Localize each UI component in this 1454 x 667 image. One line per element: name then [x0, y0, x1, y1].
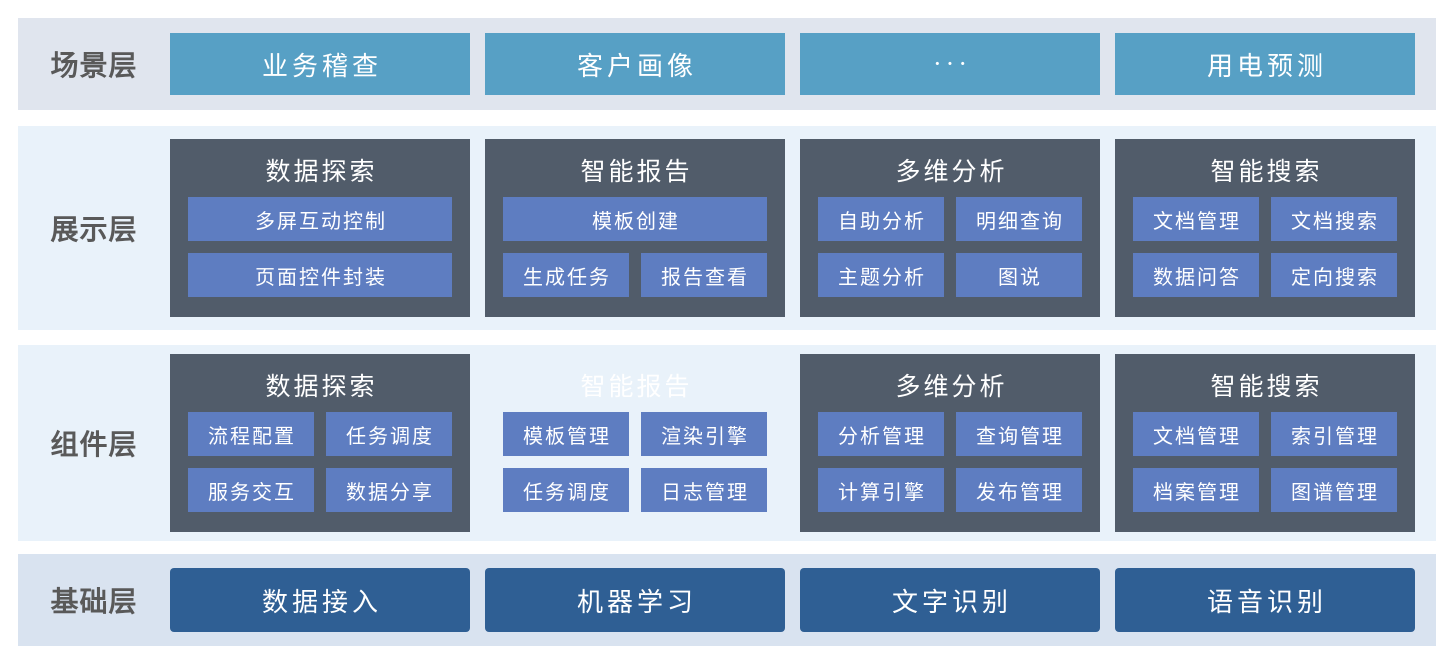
feature-box: 模板创建: [503, 197, 767, 241]
layer-row-display: 展示层 数据探索 多屏互动控制 页面控件封装 智能报告 模板创建 生成任务 报告…: [18, 126, 1436, 330]
layer-row-base: 基础层 数据接入 机器学习 文字识别 语音识别: [18, 554, 1436, 646]
group-title: 智能搜索: [1210, 159, 1323, 186]
display-group-data-explore: 数据探索 多屏互动控制 页面控件封装: [170, 139, 470, 317]
group-items: 文档管理 文档搜索 数据问答 定向搜索: [1133, 197, 1397, 297]
feature-box: 主题分析: [818, 253, 944, 297]
group-items: 多屏互动控制 页面控件封装: [188, 197, 452, 297]
layer-label-display: 展示层: [50, 214, 138, 245]
display-group-multidim-analysis: 多维分析 自助分析 明细查询 主题分析 图说: [800, 139, 1100, 317]
base-box-machine-learning: 机器学习: [485, 568, 785, 632]
group-title: 智能搜索: [1210, 374, 1323, 401]
feature-box: 文档管理: [1133, 197, 1259, 241]
layer-label-scene: 场景层: [50, 50, 138, 81]
group-items: 自助分析 明细查询 主题分析 图说: [818, 197, 1082, 297]
group-title: 智能报告: [580, 374, 693, 401]
scene-box-ellipsis: ···: [800, 33, 1100, 95]
feature-box: 页面控件封装: [188, 253, 452, 297]
display-group-smart-search: 智能搜索 文档管理 文档搜索 数据问答 定向搜索: [1115, 139, 1415, 317]
component-group-smart-search: 智能搜索 文档管理 索引管理 档案管理 图谱管理: [1115, 354, 1415, 532]
feature-box: 索引管理: [1271, 412, 1397, 456]
feature-box: 多屏互动控制: [188, 197, 452, 241]
feature-box: 计算引擎: [818, 468, 944, 512]
base-box-speech-recognition: 语音识别: [1115, 568, 1415, 632]
scene-box-power-forecast: 用电预测: [1115, 33, 1415, 95]
component-group-multidim-analysis: 多维分析 分析管理 查询管理 计算引擎 发布管理: [800, 354, 1100, 532]
layer-row-scene: 场景层 业务稽查 客户画像 ··· 用电预测: [18, 18, 1436, 110]
feature-box: 任务调度: [326, 412, 452, 456]
feature-box: 流程配置: [188, 412, 314, 456]
feature-box: 文档搜索: [1271, 197, 1397, 241]
feature-box: 报告查看: [641, 253, 767, 297]
feature-box: 日志管理: [641, 468, 767, 512]
group-title: 多维分析: [895, 159, 1008, 186]
feature-box: 发布管理: [956, 468, 1082, 512]
group-items: 模板管理 渲染引擎 任务调度 日志管理: [503, 412, 767, 512]
group-items: 模板创建 生成任务 报告查看: [503, 197, 767, 297]
group-title: 多维分析: [895, 374, 1008, 401]
scene-box-customer-profile: 客户画像: [485, 33, 785, 95]
feature-box: 定向搜索: [1271, 253, 1397, 297]
layer-label-base: 基础层: [50, 586, 138, 617]
feature-box: 数据问答: [1133, 253, 1259, 297]
feature-box: 模板管理: [503, 412, 629, 456]
group-items: 文档管理 索引管理 档案管理 图谱管理: [1133, 412, 1397, 512]
feature-box: 分析管理: [818, 412, 944, 456]
feature-box: 任务调度: [503, 468, 629, 512]
feature-box: 数据分享: [326, 468, 452, 512]
feature-box: 自助分析: [818, 197, 944, 241]
scene-boxes: 业务稽查 客户画像 ··· 用电预测: [170, 33, 1415, 95]
feature-box: 明细查询: [956, 197, 1082, 241]
feature-box: 文档管理: [1133, 412, 1259, 456]
feature-box: 图说: [956, 253, 1082, 297]
component-group-data-explore: 数据探索 流程配置 任务调度 服务交互 数据分享: [170, 354, 470, 532]
base-box-ocr: 文字识别: [800, 568, 1100, 632]
feature-box: 渲染引擎: [641, 412, 767, 456]
group-items: 流程配置 任务调度 服务交互 数据分享: [188, 412, 452, 512]
display-group-smart-report: 智能报告 模板创建 生成任务 报告查看: [485, 139, 785, 317]
group-items: 分析管理 查询管理 计算引擎 发布管理: [818, 412, 1082, 512]
feature-box: 档案管理: [1133, 468, 1259, 512]
feature-box: 生成任务: [503, 253, 629, 297]
feature-box: 查询管理: [956, 412, 1082, 456]
feature-box: 服务交互: [188, 468, 314, 512]
group-title: 数据探索: [265, 374, 378, 401]
layer-row-component: 组件层 数据探索 流程配置 任务调度 服务交互 数据分享 智能报告 模板管理 渲…: [18, 345, 1436, 541]
group-title: 智能报告: [580, 159, 693, 186]
base-box-data-ingest: 数据接入: [170, 568, 470, 632]
layer-label-component: 组件层: [50, 429, 138, 460]
group-title: 数据探索: [265, 159, 378, 186]
display-groups: 数据探索 多屏互动控制 页面控件封装 智能报告 模板创建 生成任务 报告查看 多…: [170, 139, 1415, 317]
component-groups: 数据探索 流程配置 任务调度 服务交互 数据分享 智能报告 模板管理 渲染引擎 …: [170, 354, 1415, 532]
feature-box: 图谱管理: [1271, 468, 1397, 512]
scene-box-business-audit: 业务稽查: [170, 33, 470, 95]
component-group-smart-report: 智能报告 模板管理 渲染引擎 任务调度 日志管理: [485, 354, 785, 532]
base-boxes: 数据接入 机器学习 文字识别 语音识别: [170, 568, 1415, 632]
